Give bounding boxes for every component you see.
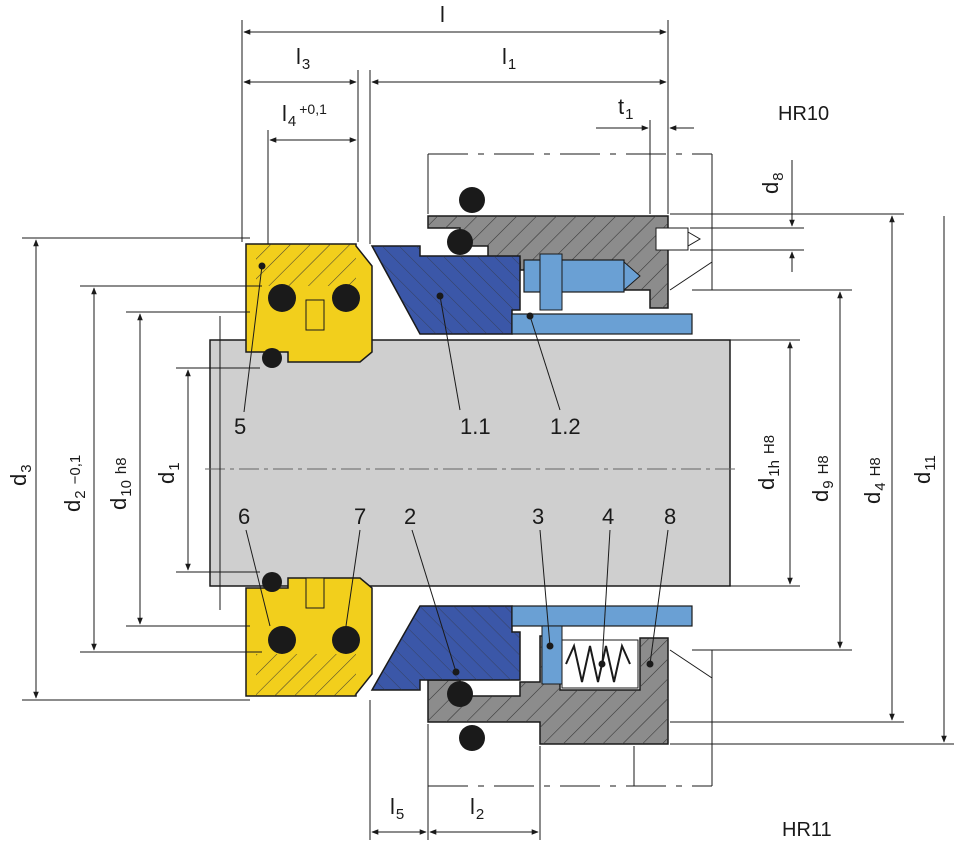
part-label-8: 8	[664, 504, 677, 529]
dim-label-l1: l1	[502, 44, 517, 73]
leader-lines	[243, 262, 669, 676]
dimension-lines	[22, 20, 954, 840]
part-label-3: 3	[532, 504, 545, 529]
rotating-face-top	[370, 245, 521, 335]
dim-label-d2: d2−0,1	[60, 454, 89, 512]
dim-label-l5: l5	[390, 794, 405, 823]
dim-label-d10: d10h8	[106, 457, 135, 510]
sleeve	[511, 253, 693, 685]
variant-label-bottom: HR11	[782, 819, 832, 841]
dim-label-l4: l4+0,1	[282, 101, 327, 130]
dim-label-l: l	[440, 2, 445, 27]
part-label-2: 2	[404, 504, 417, 529]
dim-label-d1: d1	[154, 462, 183, 484]
dim-label-t1: t1	[618, 94, 634, 123]
part-label-4: 4	[602, 504, 615, 529]
shaft	[205, 339, 735, 587]
part-label-5: 5	[234, 414, 247, 439]
rotating-face-bottom	[370, 605, 521, 691]
dim-label-d3: d3	[6, 464, 35, 486]
dim-label-d1h: d1hH8	[754, 434, 783, 490]
dim-label-d9: d9H8	[808, 455, 837, 502]
part-label-1-1: 1.1	[460, 414, 491, 439]
dim-label-l3: l3	[296, 44, 311, 73]
o-rings	[262, 187, 485, 751]
dim-label-l2: l2	[470, 794, 485, 823]
part-label-7: 7	[354, 504, 367, 529]
part-label-6: 6	[238, 504, 251, 529]
variant-label-top: HR10	[778, 103, 830, 125]
dim-label-d11: d11	[910, 455, 939, 484]
dim-label-d4: d4H8	[860, 457, 889, 504]
part-label-1-2: 1.2	[550, 414, 581, 439]
dim-label-d8: d8	[758, 172, 787, 194]
